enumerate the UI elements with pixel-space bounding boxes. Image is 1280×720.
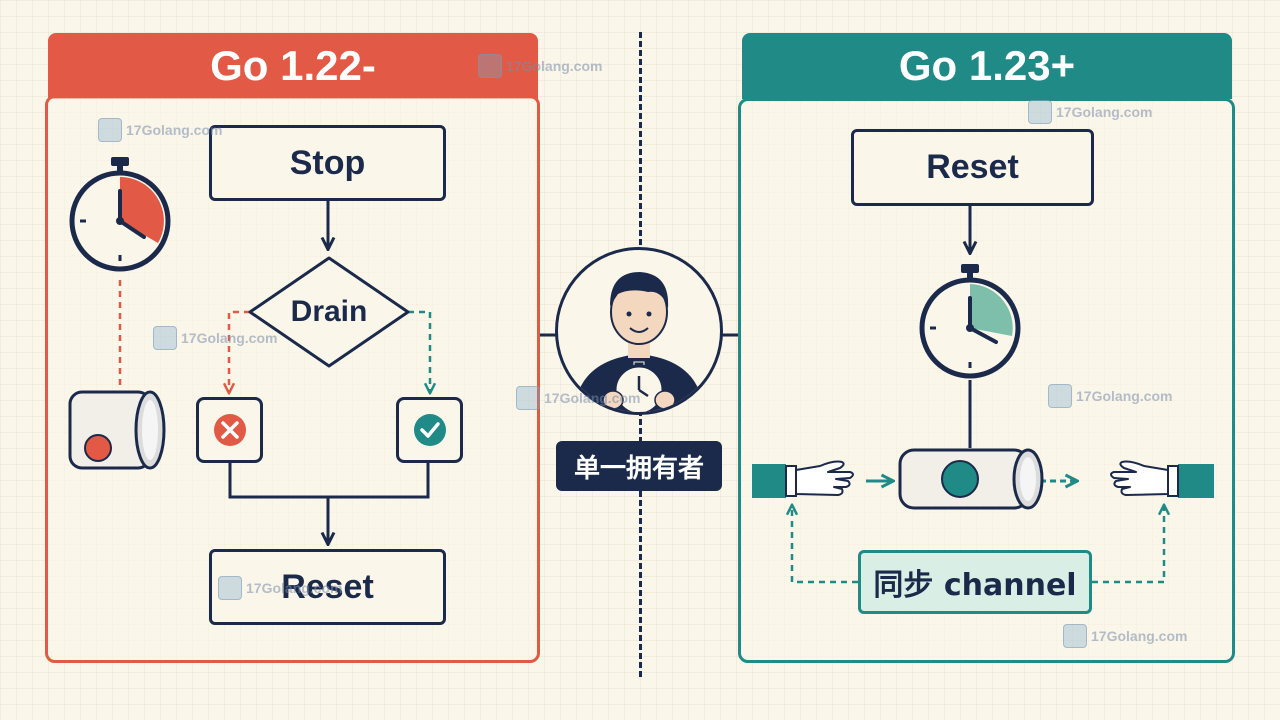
watermark-text: 17Golang.com <box>544 390 641 406</box>
person-icon <box>574 272 704 412</box>
reset-box-left: Reset <box>209 549 446 625</box>
watermark-text: 17Golang.com <box>1056 104 1153 120</box>
watermark-logo-icon <box>1063 624 1087 648</box>
stop-box: Stop <box>209 125 446 201</box>
watermark: 17Golang.com <box>153 326 277 350</box>
owner-label: 单一拥有者 <box>556 441 722 491</box>
watermark-logo-icon <box>1028 100 1052 124</box>
watermark-logo-icon <box>218 576 242 600</box>
go-123-title: Go 1.23+ <box>742 33 1232 99</box>
watermark-text: 17Golang.com <box>126 122 223 138</box>
pipe-icon <box>898 448 1044 510</box>
watermark: 17Golang.com <box>478 54 602 78</box>
watermark-text: 17Golang.com <box>506 58 603 74</box>
owner-portrait <box>555 247 723 415</box>
watermark-logo-icon <box>1048 384 1072 408</box>
drain-label: Drain <box>290 295 368 328</box>
fail-box <box>196 397 263 463</box>
cross-icon <box>213 414 246 446</box>
watermark: 17Golang.com <box>218 576 342 600</box>
watermark-text: 17Golang.com <box>181 330 278 346</box>
watermark-text: 17Golang.com <box>1091 628 1188 644</box>
check-icon <box>413 414 446 446</box>
watermark: 17Golang.com <box>1048 384 1172 408</box>
watermark: 17Golang.com <box>516 386 640 410</box>
watermark-logo-icon <box>153 326 177 350</box>
stopwatch-icon <box>69 157 171 272</box>
watermark: 17Golang.com <box>1063 624 1187 648</box>
watermark-text: 17Golang.com <box>1076 388 1173 404</box>
sync-channel-box: 同步 channel <box>858 550 1092 614</box>
watermark-logo-icon <box>516 386 540 410</box>
watermark-logo-icon <box>98 118 122 142</box>
go-122-title: Go 1.22- <box>48 33 538 99</box>
drain-diamond <box>248 256 410 368</box>
stopwatch-icon <box>919 264 1021 379</box>
hand-icon <box>752 460 854 498</box>
watermark: 17Golang.com <box>1028 100 1152 124</box>
reset-box-right: Reset <box>851 129 1094 206</box>
watermark-text: 17Golang.com <box>246 580 343 596</box>
success-box <box>396 397 463 463</box>
hand-icon <box>1110 460 1214 498</box>
watermark-logo-icon <box>478 54 502 78</box>
watermark: 17Golang.com <box>98 118 222 142</box>
pipe-icon <box>68 390 166 470</box>
